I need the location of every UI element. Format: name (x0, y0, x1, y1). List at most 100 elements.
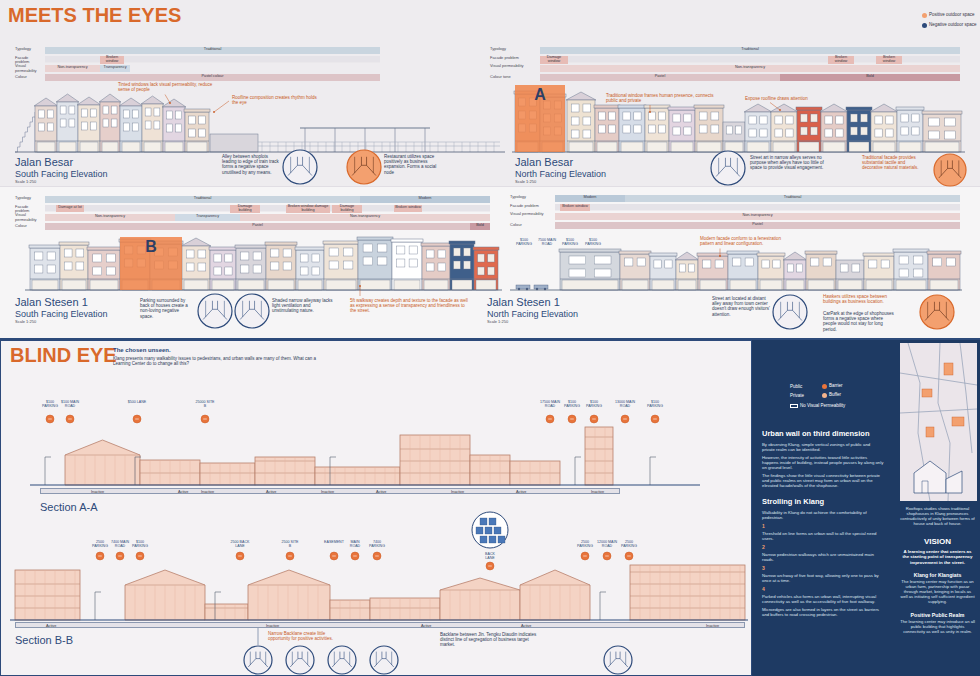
grid-line (275, 457, 276, 485)
grid-line (240, 463, 241, 485)
grid-line (165, 585, 166, 620)
grid-line (440, 435, 441, 485)
window (271, 262, 279, 270)
inset-sketch (952, 160, 961, 178)
ground-line (10, 620, 748, 621)
shopfront (476, 280, 496, 290)
five-foot-line (847, 141, 871, 142)
bar-label: Broken window (829, 56, 853, 64)
window (106, 267, 115, 275)
grid-line (55, 570, 56, 620)
window (609, 125, 616, 133)
grid-line (175, 585, 176, 620)
attribute-bar: Damage building (230, 205, 260, 213)
grid-line (115, 455, 116, 485)
window (659, 125, 666, 133)
panel-text: Rooftops studies shows traditional shoph… (900, 507, 975, 527)
grid-line (295, 457, 296, 485)
attribute-bar: Pastel (540, 74, 780, 81)
parapet (391, 239, 423, 242)
floor-line (15, 596, 80, 597)
legend-group-label: Private (790, 393, 804, 398)
window (166, 124, 172, 132)
window (811, 114, 818, 122)
parapet (323, 241, 359, 244)
window (343, 261, 353, 269)
window (886, 129, 893, 137)
bar-label: Broken window (101, 56, 123, 64)
lamp-post (600, 592, 606, 620)
grid-line (195, 585, 196, 620)
window (599, 125, 606, 133)
row-label: Visual permeability (15, 213, 43, 222)
window (48, 123, 54, 131)
inset-circle (283, 150, 317, 184)
shopfront (597, 142, 617, 152)
floor-line (585, 461, 613, 462)
shopfront (866, 280, 892, 290)
legend-sample (790, 404, 798, 408)
cost-tag: 7500 MAIN ROAD (537, 238, 557, 246)
window (133, 123, 139, 131)
window (699, 125, 707, 133)
grid-line (690, 565, 691, 620)
fence-post (478, 142, 479, 152)
inset-sketch (391, 652, 392, 665)
callout-icon (605, 556, 609, 557)
attribute-bar: Bold (470, 223, 490, 230)
attribute-bar: Broken window (560, 204, 590, 211)
legend-item: Positive outdoor space (922, 12, 975, 18)
annotation: Modern facade conform to a fenestration … (700, 236, 792, 246)
window (773, 260, 780, 268)
attribute-bar: Non-transparency (240, 214, 490, 221)
window (35, 252, 43, 260)
inset-sketch (610, 652, 611, 665)
inset-sketch (212, 309, 217, 310)
grid-line (75, 570, 76, 620)
window (583, 130, 591, 138)
bar-label: Traditional (741, 48, 759, 52)
callout-icon (627, 556, 631, 557)
cost-tag: EASEMENT (322, 540, 346, 544)
window (377, 244, 387, 252)
row-label: Visual permeability (490, 64, 536, 69)
five-foot-line (266, 279, 296, 280)
inset-sketch (939, 160, 948, 178)
window (189, 116, 196, 124)
five-foot-line (142, 141, 163, 142)
panel-divider (0, 186, 980, 187)
section-block (470, 455, 510, 485)
grid-line (230, 463, 231, 485)
callout-icon (570, 419, 574, 420)
five-foot-line (897, 141, 923, 142)
callout-dot (581, 552, 589, 560)
cost-tag: 17500 MAIN ROAD (540, 400, 560, 408)
grid-line (220, 463, 221, 485)
window (329, 261, 339, 269)
annotation: Backlane between Jln. Tengku Diaudin ind… (440, 632, 540, 648)
window (283, 249, 291, 257)
bar-label: Transparency (103, 66, 126, 70)
canopy-post (305, 128, 306, 152)
activity-label: Active (46, 623, 56, 629)
attribute-row (45, 56, 380, 63)
grid-line (355, 467, 356, 485)
grid-line (150, 460, 151, 485)
shopfront (122, 142, 140, 152)
grid-line (105, 455, 106, 485)
inset-sketch (218, 301, 227, 320)
five-foot-line (35, 141, 57, 142)
floor-line (510, 473, 560, 474)
five-foot-line (392, 279, 422, 280)
shopfront (930, 280, 958, 290)
fence-post (334, 142, 335, 152)
panel-text: 3 (762, 566, 884, 572)
five-foot-line (676, 279, 698, 280)
grid-line (278, 585, 279, 620)
five-foot-line (821, 141, 847, 142)
row-label: Colour (15, 224, 43, 229)
inset-sketch (340, 658, 344, 659)
inset-circle (370, 646, 398, 674)
shopfront (424, 280, 448, 290)
fence-post (262, 142, 263, 152)
